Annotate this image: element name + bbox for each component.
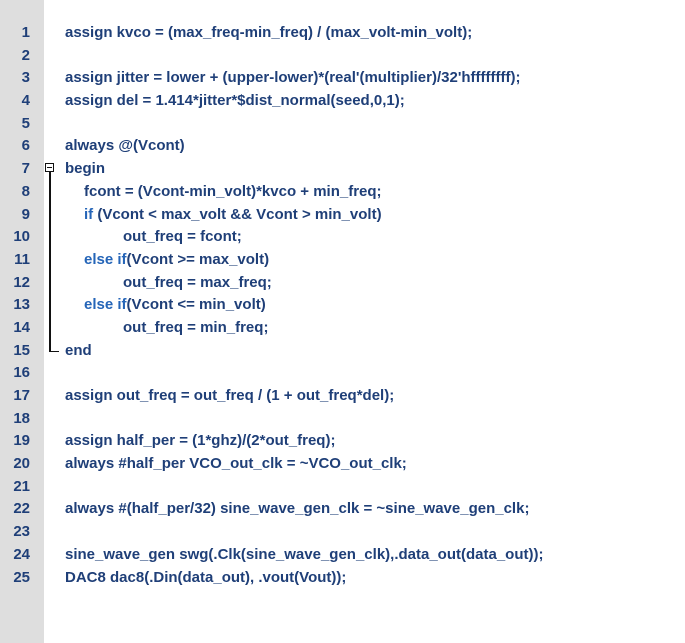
code-token: (Vcont <= min_volt) — [126, 296, 266, 314]
code-token: (Vcont < max_volt && Vcont > min_volt) — [93, 205, 382, 223]
code-line[interactable]: 4 assign del = 1.414*jitter*$dist_normal(… — [0, 90, 685, 113]
code-text: else if(Vcont <= min_volt) — [84, 294, 266, 317]
line-number: 24 — [13, 545, 30, 563]
code-token: DAC8 dac8(.Din(data_out), .vout(Vout)); — [65, 568, 347, 586]
code-text: assign jitter = lower + (upper-lower)*(r… — [65, 67, 521, 90]
code-text: begin — [65, 158, 105, 181]
line-number: 17 — [13, 387, 30, 404]
line-number: 21 — [13, 477, 30, 495]
code-line[interactable]: 12 out_freq = max_freq; — [0, 272, 685, 295]
code-token: (Vcont >= max_volt) — [126, 250, 270, 268]
code-text: end — [65, 340, 92, 363]
line-number: 9 — [21, 205, 30, 223]
code-line[interactable]: 3 assign jitter = lower + (upper-lower)*(… — [0, 67, 685, 90]
code-line[interactable]: 13 else if(Vcont <= min_volt) — [0, 294, 685, 317]
code-line[interactable]: 16 — [0, 362, 685, 385]
line-number: 19 — [13, 432, 30, 450]
code-line[interactable]: 15 end — [0, 340, 685, 363]
code-line[interactable]: 7 begin — [0, 158, 685, 181]
code-line[interactable]: 1 assign kvco = (max_freq-min_freq) / (ma… — [0, 22, 685, 45]
code-line[interactable]: 24 sine_wave_gen swg(.Clk(sine_wave_gen_c… — [0, 544, 685, 567]
code-text: assign del = 1.414*jitter*$dist_normal(s… — [65, 90, 405, 113]
code-line[interactable]: 10 out_freq = fcont; — [0, 226, 685, 249]
code-text: DAC8 dac8(.Din(data_out), .vout(Vout)); — [65, 567, 346, 590]
code-area[interactable]: 1 assign kvco = (max_freq-min_freq) / (ma… — [0, 22, 685, 589]
code-token: out_freq = max_freq; — [123, 273, 272, 291]
code-text: sine_wave_gen swg(.Clk(sine_wave_gen_clk… — [65, 544, 543, 567]
code-text: always #(half_per/32) sine_wave_gen_clk … — [65, 498, 529, 521]
code-text: always #half_per VCO_out_clk = ~VCO_out_… — [65, 453, 407, 476]
line-number: 23 — [13, 523, 30, 541]
line-number: 11 — [14, 250, 30, 268]
code-line[interactable]: 14 out_freq = min_freq; — [0, 317, 685, 340]
code-token: fcont = (Vcont-min_volt)*kvco + min_freq… — [84, 182, 382, 200]
line-number: 18 — [13, 409, 30, 427]
code-text: if (Vcont < max_volt && Vcont > min_volt… — [84, 204, 382, 227]
code-text: assign half_per = (1*ghz)/(2*out_freq); — [65, 430, 335, 453]
code-token: end — [65, 341, 92, 359]
keyword-token: else if — [84, 296, 127, 314]
line-number: 2 — [21, 46, 30, 64]
code-line[interactable]: 25 DAC8 dac8(.Din(data_out), .vout(Vout))… — [0, 567, 685, 590]
fold-guide-line — [49, 172, 51, 351]
line-number: 3 — [21, 69, 30, 87]
line-number: 6 — [21, 137, 30, 155]
code-token: always #half_per VCO_out_clk = ~VCO_out_… — [65, 455, 407, 473]
code-token: assign kvco = (max_freq-min_freq) / (max… — [65, 24, 473, 41]
line-number: 14 — [13, 318, 30, 336]
line-number-gutter — [0, 0, 44, 643]
code-line[interactable]: 23 — [0, 521, 685, 544]
code-token: always #(half_per/32) sine_wave_gen_clk … — [65, 500, 530, 518]
code-token: assign jitter = lower + (upper-lower)*(r… — [65, 69, 521, 87]
code-text: else if(Vcont >= max_volt) — [84, 249, 269, 272]
line-number: 20 — [13, 455, 30, 473]
code-line[interactable]: 22 always #(half_per/32) sine_wave_gen_cl… — [0, 498, 685, 521]
code-token: always @(Vcont) — [65, 137, 185, 155]
code-line[interactable]: 5 — [0, 113, 685, 136]
line-number: 7 — [21, 160, 30, 178]
line-number: 15 — [13, 341, 30, 359]
line-number: 4 — [21, 92, 30, 110]
code-text: out_freq = fcont; — [123, 226, 242, 249]
code-text: assign out_freq = out_freq / (1 + out_fr… — [65, 385, 394, 408]
code-line[interactable]: 21 — [0, 476, 685, 499]
code-line[interactable]: 18 — [0, 408, 685, 431]
line-number: 5 — [21, 114, 30, 132]
keyword-token: if — [84, 205, 94, 223]
code-line[interactable]: 19 assign half_per = (1*ghz)/(2*out_freq)… — [0, 430, 685, 453]
code-text: fcont = (Vcont-min_volt)*kvco + min_freq… — [84, 181, 382, 204]
line-number: 8 — [21, 182, 30, 200]
code-line[interactable]: 20 always #half_per VCO_out_clk = ~VCO_ou… — [0, 453, 685, 476]
line-number: 25 — [13, 568, 30, 586]
code-line[interactable]: 9 if (Vcont < max_volt && Vcont > min_vol… — [0, 204, 685, 227]
code-line[interactable]: 6 always @(Vcont) — [0, 135, 685, 158]
code-line[interactable]: 8 fcont = (Vcont-min_volt)*kvco + min_fre… — [0, 181, 685, 204]
code-token: assign half_per = (1*ghz)/(2*out_freq); — [65, 432, 336, 450]
line-number: 16 — [13, 364, 30, 382]
code-line[interactable]: 17 assign out_freq = out_freq / (1 + out_… — [0, 385, 685, 408]
code-token: assign del = 1.414*jitter*$dist_normal(s… — [65, 92, 405, 110]
fold-collapse-icon[interactable] — [45, 163, 54, 173]
code-token: assign out_freq = out_freq / (1 + out_fr… — [65, 387, 395, 404]
code-text: out_freq = max_freq; — [123, 272, 272, 295]
code-token: out_freq = min_freq; — [123, 318, 269, 336]
code-text: always @(Vcont) — [65, 135, 185, 158]
line-number: 1 — [21, 24, 30, 41]
code-text: assign kvco = (max_freq-min_freq) / (max… — [65, 22, 472, 45]
code-line[interactable]: 11 else if(Vcont >= max_volt) — [0, 249, 685, 272]
line-number: 12 — [13, 273, 30, 291]
line-number: 10 — [13, 228, 30, 246]
code-token: sine_wave_gen swg(.Clk(sine_wave_gen_clk… — [65, 545, 544, 563]
line-number: 22 — [13, 500, 30, 518]
keyword-token: else if — [84, 250, 127, 268]
code-token: out_freq = fcont; — [123, 228, 242, 246]
code-line[interactable]: 2 — [0, 45, 685, 68]
code-token: begin — [65, 160, 105, 178]
line-number: 13 — [13, 296, 30, 314]
code-text: out_freq = min_freq; — [123, 317, 268, 340]
fold-end-marker — [49, 350, 59, 353]
